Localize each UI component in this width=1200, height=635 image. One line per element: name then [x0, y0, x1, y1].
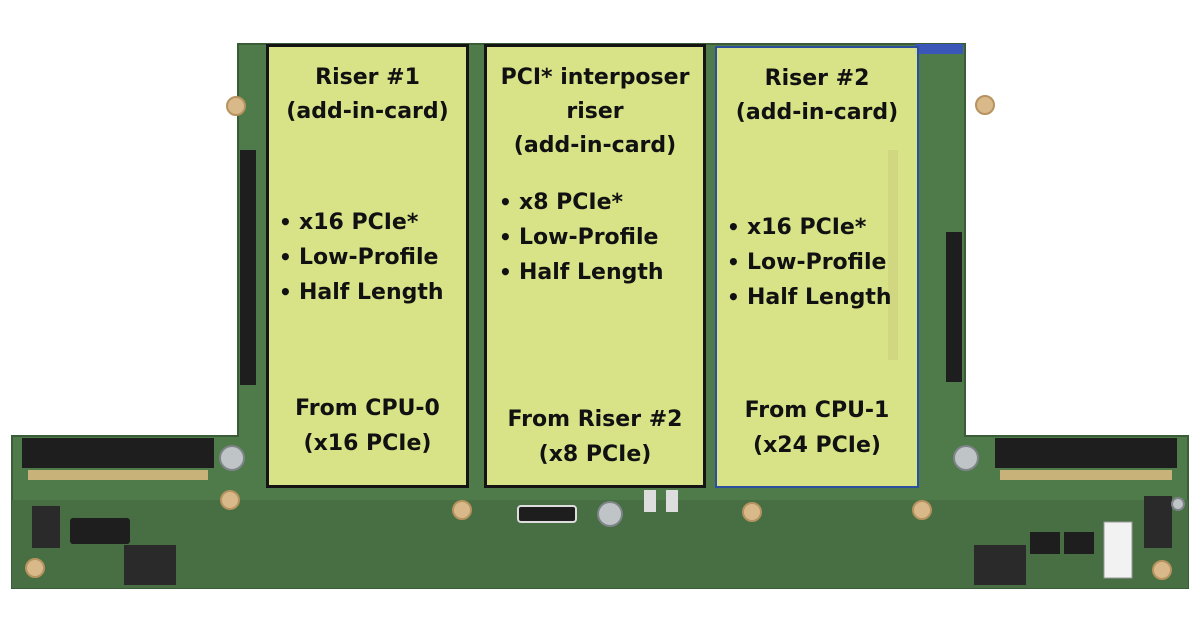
left-power-connector [70, 518, 130, 544]
bottom-left-slot-pins [28, 470, 208, 480]
riser-2-bullet-length: Half Length [727, 280, 892, 315]
interposer-title-line-2: riser [566, 99, 624, 124]
riser-1-footer-line-2: (x16 PCIe) [303, 431, 432, 456]
interposer-footer: From Riser #2 (x8 PCIe) [487, 402, 703, 472]
riser-2-title: Riser #2 (add-in-card) [717, 62, 917, 130]
interposer-bullet-length: Half Length [499, 255, 664, 290]
interposer-riser-panel: PCI* interposer riser (add-in-card) x8 P… [484, 44, 706, 488]
interposer-title-line-1: PCI* interposer [500, 65, 690, 90]
interposer-bullets: x8 PCIe* Low-Profile Half Length [499, 185, 664, 290]
riser-2-footer-line-2: (x24 PCIe) [753, 433, 881, 458]
steel-standoffs [219, 445, 1185, 527]
bottom-left-slot [22, 438, 214, 468]
interposer-bullet-lanes: x8 PCIe* [499, 185, 664, 220]
right-power-connector-a [1030, 532, 1060, 554]
riser-1-title-line-1: Riser #1 [315, 65, 420, 90]
left-heatsink [124, 545, 176, 585]
interposer-footer-line-1: From Riser #2 [507, 407, 683, 432]
riser-1-panel: Riser #1 (add-in-card) x16 PCIe* Low-Pro… [266, 44, 469, 488]
riser-2-title-line-1: Riser #2 [764, 66, 870, 91]
top-blue-component [915, 44, 963, 54]
right-atx-connector [1103, 521, 1133, 579]
riser-1-footer: From CPU-0 (x16 PCIe) [269, 391, 466, 461]
center-connector [517, 505, 577, 523]
riser-1-title-line-2: (add-in-card) [286, 99, 449, 124]
right-power-connector-b [1064, 532, 1094, 554]
center-small-connector-a [644, 490, 656, 512]
riser-1-bullet-length: Half Length [279, 275, 444, 310]
right-side-clip [1144, 496, 1172, 548]
bottom-right-slot [995, 438, 1177, 468]
riser-2-bullets: x16 PCIe* Low-Profile Half Length [727, 210, 892, 315]
riser-2-footer-line-1: From CPU-1 [744, 398, 890, 423]
riser-1-bullet-lanes: x16 PCIe* [279, 205, 444, 240]
riser-1-footer-line-1: From CPU-0 [295, 396, 440, 421]
riser-1-bullets: x16 PCIe* Low-Profile Half Length [279, 205, 444, 310]
riser-2-footer: From CPU-1 (x24 PCIe) [717, 393, 917, 463]
riser-1-bullet-profile: Low-Profile [279, 240, 444, 275]
center-small-connector-b [666, 490, 678, 512]
interposer-bullet-profile: Low-Profile [499, 220, 664, 255]
riser-2-bullet-profile: Low-Profile [727, 245, 892, 280]
bottom-right-slot-pins [1000, 470, 1172, 480]
riser-2-bullet-lanes: x16 PCIe* [727, 210, 892, 245]
mounting-holes [25, 95, 1172, 580]
riser-2-title-line-2: (add-in-card) [735, 100, 899, 125]
interposer-title: PCI* interposer riser (add-in-card) [487, 61, 703, 163]
left-side-clip [32, 506, 60, 548]
right-heatsink [974, 545, 1026, 585]
right-vertical-slot [946, 232, 962, 382]
interposer-title-line-3: (add-in-card) [513, 133, 677, 158]
riser-1-title: Riser #1 (add-in-card) [269, 61, 466, 129]
riser-2-panel: Riser #2 (add-in-card) x16 PCIe* Low-Pro… [715, 46, 919, 488]
interposer-footer-line-2: (x8 PCIe) [538, 442, 652, 467]
left-vertical-slot [240, 150, 256, 385]
